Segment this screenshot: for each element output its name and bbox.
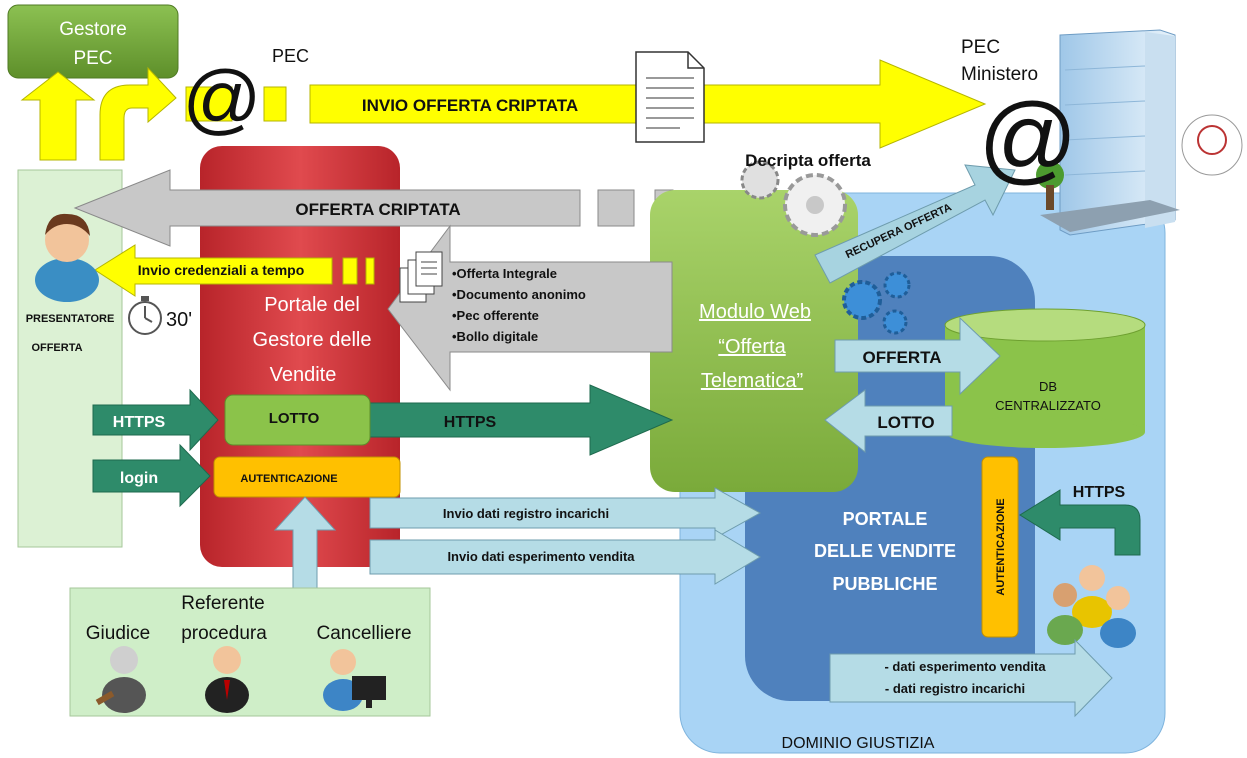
presentatore-line2: OFFERTA — [31, 342, 82, 354]
credenziali-segment-1 — [342, 257, 358, 285]
up-arrow-autenticazione — [273, 496, 337, 596]
portale-vendite-line1: PORTALE — [843, 509, 928, 529]
documents-item-1: •Offerta Integrale — [452, 266, 557, 281]
portale-gestore-line3: Vendite — [270, 364, 337, 386]
gestore-pec-line1: Gestore — [59, 19, 127, 40]
presentatore-line1: PRESENTATORE — [26, 313, 115, 325]
documents-arrow — [387, 224, 673, 392]
invio-registro-label: Invio dati registro incarichi — [443, 506, 609, 521]
pec-label: PEC — [272, 46, 309, 66]
criptata-segment-1 — [597, 189, 635, 227]
db-line2: CENTRALIZZATO — [995, 398, 1101, 413]
invio-credenziali-arrow — [94, 244, 333, 297]
autenticazione-vertical-box — [981, 456, 1019, 638]
portale-vendite-line3: PUBBLICHE — [832, 574, 937, 594]
lotto-box — [224, 394, 371, 446]
invio-offerta-label: INVIO OFFERTA CRIPTATA — [362, 96, 578, 115]
decripta-gears-icon — [740, 160, 847, 237]
dati-arrow — [829, 638, 1113, 718]
cancelliere-icon — [323, 649, 386, 711]
autenticazione-box — [213, 456, 401, 498]
https-arrow-modulo — [369, 384, 674, 456]
offerta-criptata-label: OFFERTA CRIPTATA — [295, 200, 460, 219]
invio-segment-1 — [185, 86, 233, 122]
timer-value: 30' — [166, 309, 192, 331]
portale-gestore-line1: Portale del — [264, 294, 360, 316]
modulo-gears-icon — [842, 271, 911, 335]
presentatore-person-icon — [35, 213, 99, 302]
https-right-label: HTTPS — [1073, 484, 1126, 501]
pec-at-symbol: @ — [182, 54, 261, 142]
referente-label: Referente — [181, 593, 264, 614]
login-arrow — [92, 443, 211, 508]
credenziali-segment-2 — [365, 257, 375, 285]
pec-ministero-line1: PEC — [961, 37, 1000, 58]
lotto-db-label: LOTTO — [877, 413, 934, 432]
invio-esperimento-label: Invio dati esperimento vendita — [447, 549, 635, 564]
offerta-label: OFFERTA — [862, 348, 941, 367]
dati-item-1: - dati esperimento vendita — [884, 659, 1046, 674]
giudice-icon — [95, 646, 146, 713]
autenticazione-label: AUTENTICAZIONE — [240, 473, 337, 485]
users-group-icon — [1047, 565, 1136, 648]
https-modulo-label: HTTPS — [444, 414, 497, 431]
documents-item-2: •Documento anonimo — [452, 287, 586, 302]
cancelliere-label: Cancelliere — [316, 623, 411, 644]
documents-stack-icon — [399, 251, 443, 303]
gestore-pec-box — [7, 4, 179, 79]
dati-item-2: - dati registro incarichi — [885, 681, 1025, 696]
invio-credenziali-label: Invio credenziali a tempo — [138, 262, 305, 278]
procedura-label: procedura — [181, 623, 267, 644]
decripta-offerta-label: Decripta offerta — [745, 151, 871, 170]
modulo-web-line2: “Offerta — [718, 336, 786, 358]
lotto-box-label: LOTTO — [269, 410, 320, 427]
recupera-offerta-arrow — [814, 164, 1016, 284]
https-arrow-login — [92, 388, 219, 452]
portale-vendite-line2: DELLE VENDITE — [814, 541, 956, 561]
invio-esperimento-arrow — [369, 529, 761, 585]
https-curve-arrow — [1019, 489, 1141, 556]
db-line1: DB — [1039, 379, 1057, 394]
modulo-web-line3: Telematica” — [701, 370, 803, 392]
document-icon — [635, 51, 705, 143]
stopwatch-icon — [128, 296, 162, 335]
offerta-criptata-arrow — [73, 169, 581, 247]
documents-item-4: •Bollo digitale — [452, 329, 538, 344]
login-label: login — [120, 470, 158, 487]
pec-ministero-line2: Ministero — [961, 64, 1038, 85]
gestore-pec-line2: PEC — [73, 48, 112, 69]
lotto-arrow-left — [824, 389, 953, 454]
modulo-web-line1: Modulo Web — [699, 301, 811, 323]
documents-item-3: •Pec offerente — [452, 308, 539, 323]
portale-gestore-line2: Gestore delle — [253, 329, 372, 351]
invio-segment-2 — [263, 86, 287, 122]
ministero-building-icon — [1036, 29, 1243, 236]
invio-registro-arrow — [369, 487, 762, 539]
referente-icon — [205, 646, 249, 713]
https-login-label: HTTPS — [113, 414, 166, 431]
autenticazione-vertical-label: AUTENTICAZIONE — [995, 498, 1007, 595]
giudice-label: Giudice — [86, 623, 150, 644]
arrow-up-gestore — [20, 71, 96, 161]
arrow-curve-pec — [99, 66, 177, 161]
offerta-arrow — [834, 316, 1001, 396]
modulo-web-box — [650, 190, 858, 492]
dominio-giustizia-label: DOMINIO GIUSTIZIA — [782, 735, 935, 752]
ministero-at-symbol: @ — [978, 83, 1077, 193]
